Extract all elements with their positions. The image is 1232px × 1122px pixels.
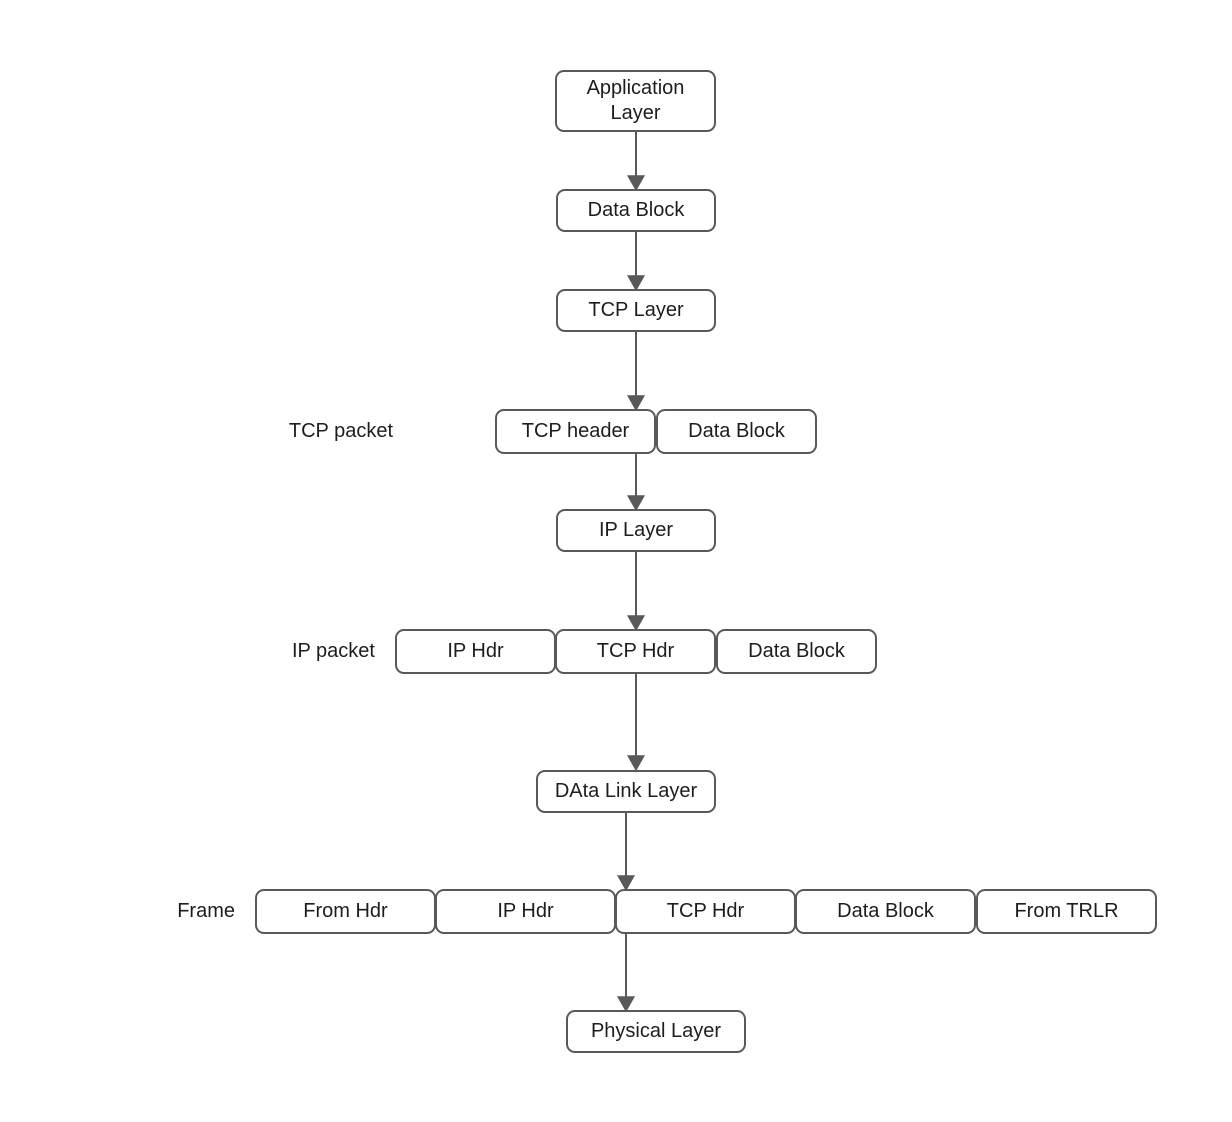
frame-segment-tcp-hdr[interactable]: TCP Hdr (615, 889, 796, 934)
node-data-link-layer[interactable]: DAta Link Layer (536, 770, 716, 813)
node-data-block[interactable]: Data Block (556, 189, 716, 232)
label-tcp-packet: TCP packet (288, 420, 393, 442)
frame-segment-ip-hdr[interactable]: IP Hdr (435, 889, 616, 934)
node-physical-layer[interactable]: Physical Layer (566, 1010, 746, 1053)
tcp-packet-segment-tcp-header[interactable]: TCP header (495, 409, 656, 454)
node-application-layer[interactable]: Application Layer (555, 70, 716, 132)
label-ip-packet: IP packet (291, 640, 375, 662)
frame-segment-from-hdr[interactable]: From Hdr (255, 889, 436, 934)
frame-segment-from-trlr[interactable]: From TRLR (976, 889, 1157, 934)
ip-packet-segment-data-block[interactable]: Data Block (716, 629, 877, 674)
ip-packet-segment-ip-hdr[interactable]: IP Hdr (395, 629, 556, 674)
node-tcp-layer[interactable]: TCP Layer (556, 289, 716, 332)
ip-packet-segment-tcp-hdr[interactable]: TCP Hdr (555, 629, 716, 674)
node-ip-layer[interactable]: IP Layer (556, 509, 716, 552)
tcp-packet-segment-data-block[interactable]: Data Block (656, 409, 817, 454)
frame-segment-data-block[interactable]: Data Block (795, 889, 976, 934)
label-frame: Frame (177, 900, 235, 922)
